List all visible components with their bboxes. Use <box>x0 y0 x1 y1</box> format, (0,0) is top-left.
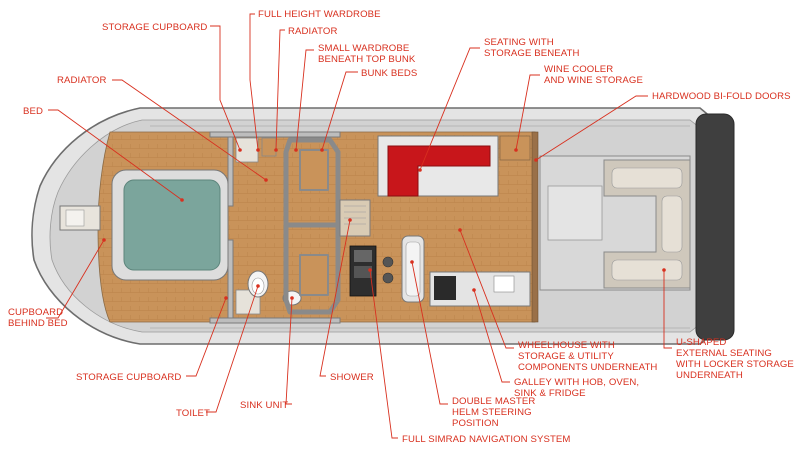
cupboards <box>235 137 277 315</box>
wine-cabinet <box>499 135 531 161</box>
saloon-seating <box>377 135 499 197</box>
label-cupboard-behind-bed: CUPBOARD BEHIND BED <box>8 307 68 329</box>
label-full-height-wardrobe: FULL HEIGHT WARDROBE <box>258 9 381 20</box>
label-full-simrad: FULL SIMRAD NAVIGATION SYSTEM <box>402 434 571 445</box>
label-small-wardrobe: SMALL WARDROBE BENEATH TOP BUNK <box>318 43 416 65</box>
cockpit <box>539 155 691 291</box>
label-storage-cupboard-bottom: STORAGE CUPBOARD <box>76 372 181 383</box>
side-decks <box>150 125 690 329</box>
galley <box>429 271 531 307</box>
label-u-shaped: U-SHAPED EXTERNAL SEATING WITH LOCKER ST… <box>676 337 797 381</box>
bifold-doors <box>531 131 539 323</box>
bow-locker <box>59 205 101 231</box>
shower <box>339 199 371 237</box>
label-shower: SHOWER <box>330 372 374 383</box>
label-double-master-helm: DOUBLE MASTER HELM STEERING POSITION <box>452 396 538 429</box>
label-galley: GALLEY WITH HOB, OVEN, SINK & FRIDGE <box>514 377 642 399</box>
label-bunk-beds: BUNK BEDS <box>361 68 417 79</box>
leader-lines <box>46 13 672 439</box>
callout-labels: STORAGE CUPBOARD FULL HEIGHT WARDROBE RA… <box>8 9 797 445</box>
label-radiator-top: RADIATOR <box>288 26 338 37</box>
label-wheelhouse: WHEELHOUSE WITH STORAGE & UTILITY COMPON… <box>518 340 657 373</box>
bunk-beds <box>283 137 341 315</box>
label-sink-unit: SINK UNIT <box>240 400 288 411</box>
label-bed: BED <box>23 106 43 117</box>
helm-console <box>349 245 394 297</box>
label-hardwood-doors: HARDWOOD BI-FOLD DOORS <box>652 91 791 102</box>
cabin-walls <box>209 131 341 324</box>
label-wine-cooler: WINE COOLER AND WINE STORAGE <box>544 64 643 86</box>
label-toilet: TOILET <box>176 408 210 419</box>
bed <box>111 169 229 281</box>
label-radiator-left: RADIATOR <box>57 75 107 86</box>
label-seating-storage: SEATING WITH STORAGE BENEATH <box>484 37 580 59</box>
toilet <box>247 270 269 298</box>
label-storage-cupboard-top: STORAGE CUPBOARD <box>102 22 207 33</box>
